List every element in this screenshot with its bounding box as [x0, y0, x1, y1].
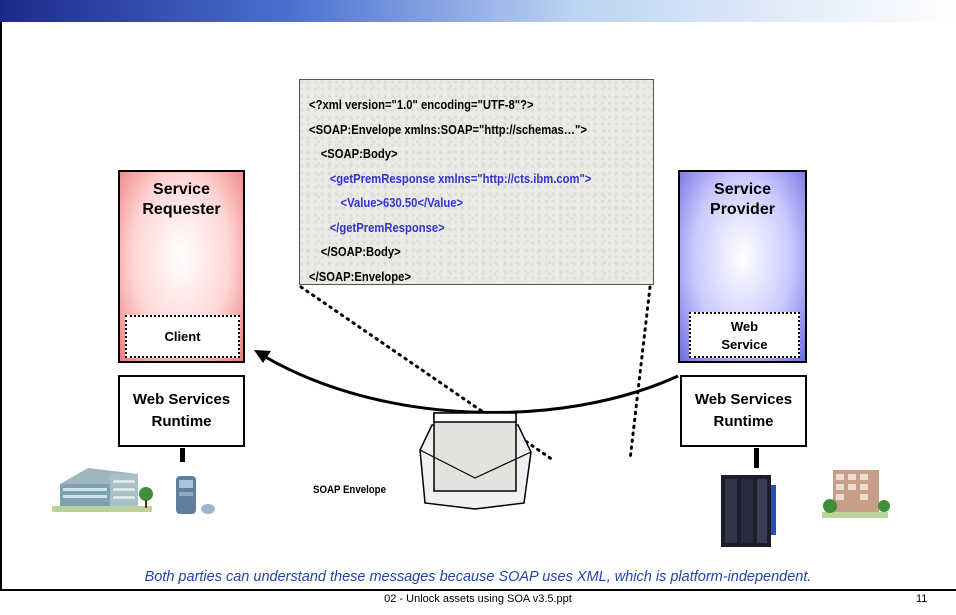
requester-runtime-line2: Runtime [151, 413, 212, 430]
message-arrowhead [254, 350, 271, 363]
xml-line: <Value>630.50</Value> [340, 196, 464, 210]
xml-line: </getPremResponse> [329, 220, 445, 235]
xml-message-box: <?xml version="1.0" encoding="UTF-8"?> <… [299, 79, 654, 285]
mainframe-server-icon [721, 475, 776, 547]
service-requester-box: Service Requester Client [118, 170, 245, 363]
page-number: 11 [916, 593, 928, 605]
provider-runtime-box: Web Services Runtime [680, 375, 807, 447]
slide-caption: Both parties can understand these messag… [144, 569, 812, 585]
xml-line: <SOAP:Body> [320, 147, 398, 161]
requester-title-line1: Service [153, 181, 210, 198]
service-provider-box: Service Provider Web Service [678, 170, 807, 363]
office-building-icon-left [52, 468, 153, 512]
requester-title-line2: Requester [142, 201, 221, 218]
requester-connector [180, 448, 185, 462]
xml-line: </SOAP:Envelope> [309, 269, 411, 284]
web-service-label-line1: Web [730, 319, 759, 334]
title-bar-gradient [0, 0, 956, 22]
soap-envelope-label: SOAP Envelope [313, 484, 386, 496]
soap-envelope-icon [419, 412, 532, 510]
callout-line-right [628, 285, 652, 462]
message-arrow [261, 353, 679, 415]
requester-runtime-line1: Web Services [132, 391, 231, 408]
client-label: Client [164, 329, 201, 344]
slide-frame [0, 22, 956, 591]
footer-filename: 02 - Unlock assets using SOA v3.5.ppt [384, 593, 572, 605]
web-service-label-line2: Service [721, 337, 768, 352]
client-box: Client [125, 315, 240, 358]
xml-line: <SOAP:Envelope xmlns:SOAP="http://schema… [309, 122, 587, 137]
office-building-icon-right [822, 470, 890, 518]
requester-runtime-box: Web Services Runtime [118, 375, 245, 447]
xml-line: <getPremResponse xmlns="http://cts.ibm.c… [329, 171, 592, 186]
provider-runtime-line2: Runtime [713, 413, 774, 430]
web-service-box: Web Service [689, 312, 800, 358]
provider-title-line2: Provider [710, 201, 775, 218]
provider-title-line1: Service [714, 181, 771, 198]
provider-runtime-line1: Web Services [694, 391, 793, 408]
xml-line: <?xml version="1.0" encoding="UTF-8"?> [309, 98, 534, 112]
provider-connector [754, 448, 759, 468]
database-server-icon [176, 476, 215, 514]
xml-line: </SOAP:Body> [320, 245, 401, 259]
